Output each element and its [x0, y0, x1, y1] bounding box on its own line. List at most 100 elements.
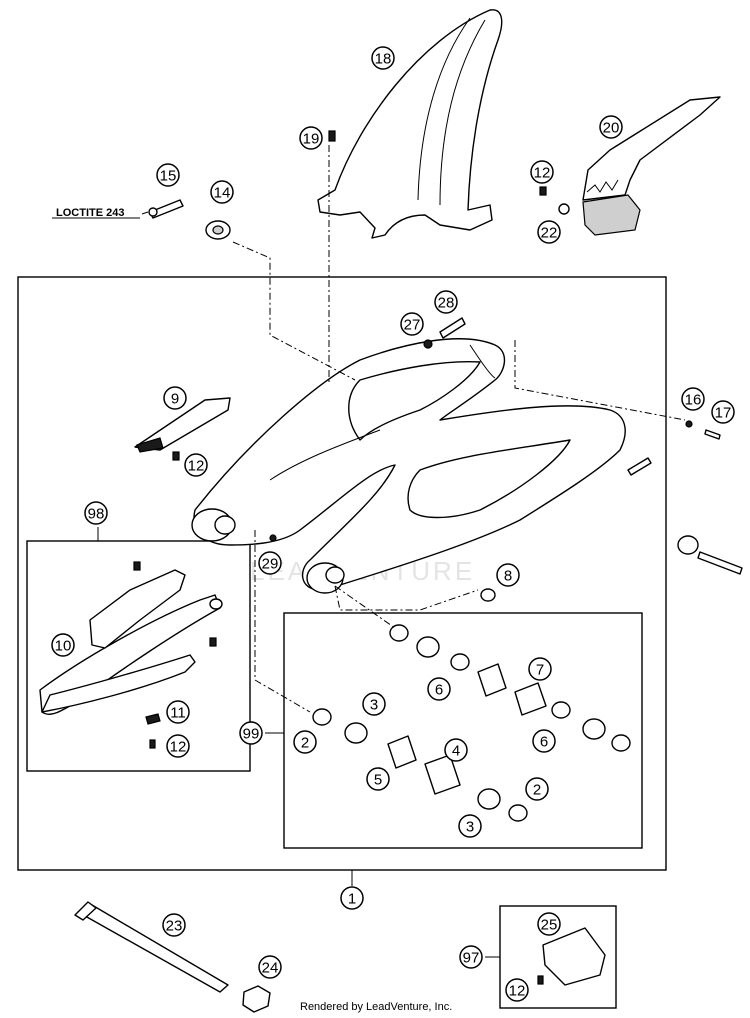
svg-text:10: 10	[55, 638, 72, 655]
chain-guide-kit-frame	[26, 540, 251, 772]
chain-guard-part	[582, 96, 721, 236]
callout-9: 9	[163, 386, 187, 410]
svg-text:99: 99	[243, 726, 260, 743]
svg-text:2: 2	[533, 782, 541, 799]
svg-text:14: 14	[214, 185, 231, 202]
callout-2-b: 2	[525, 777, 549, 801]
callout-22: 22	[537, 220, 561, 244]
bolt-19-part	[328, 130, 336, 142]
washer-22-part	[558, 203, 570, 215]
swingarm-axle-23-part	[74, 901, 229, 993]
svg-text:19: 19	[303, 131, 320, 148]
svg-text:98: 98	[88, 506, 105, 523]
callout-28: 28	[434, 290, 458, 314]
spring-28-part	[439, 317, 466, 339]
svg-text:12: 12	[170, 739, 187, 756]
bolt-chain-guide-mid-part	[209, 637, 217, 647]
svg-text:29: 29	[262, 556, 279, 573]
swingarm-body-part	[191, 338, 626, 594]
bearing-kit-parts	[312, 624, 631, 822]
bearing-kit-frame	[283, 612, 643, 849]
callout-17: 17	[711, 400, 735, 424]
svg-text:6: 6	[435, 682, 443, 699]
bolt-12-slider-part	[172, 451, 180, 461]
callout-12-b: 12	[166, 734, 190, 758]
callout-19: 19	[299, 126, 323, 150]
callout-23: 23	[162, 913, 186, 937]
svg-text:97: 97	[463, 950, 480, 967]
svg-text:23: 23	[166, 918, 183, 935]
svg-text:8: 8	[504, 568, 512, 585]
svg-text:25: 25	[541, 917, 558, 934]
reference-lines	[232, 145, 686, 713]
callout-5: 5	[366, 767, 390, 791]
callout-98: 98	[84, 501, 108, 525]
guard-25-part	[542, 927, 606, 986]
svg-text:17: 17	[715, 405, 732, 422]
svg-text:7: 7	[536, 662, 544, 679]
part-29	[269, 534, 277, 542]
sleeve-14-part	[205, 220, 231, 240]
callout-7: 7	[528, 657, 552, 681]
callout-8: 8	[496, 563, 520, 587]
callout-3-b: 3	[458, 814, 482, 838]
bolt-17-part	[704, 429, 721, 440]
svg-text:15: 15	[160, 168, 177, 185]
sleeve-right-part	[677, 535, 699, 555]
svg-text:27: 27	[404, 317, 421, 334]
svg-text:9: 9	[171, 391, 179, 408]
chain-guide-10-part	[39, 569, 223, 716]
rear-fender-part	[317, 9, 503, 239]
callout-16: 16	[681, 387, 705, 411]
callout-14: 14	[210, 180, 234, 204]
callout-24: 24	[258, 955, 282, 979]
callout-25: 25	[537, 912, 561, 936]
callout-12-a: 12	[184, 453, 208, 477]
nut-27-part	[423, 339, 433, 349]
svg-text:12: 12	[188, 458, 205, 475]
callout-29: 29	[258, 551, 282, 575]
svg-text:6: 6	[540, 734, 548, 751]
svg-text:5: 5	[374, 772, 382, 789]
svg-text:22: 22	[541, 225, 558, 242]
callout-15: 15	[156, 163, 180, 187]
svg-text:16: 16	[685, 392, 702, 409]
svg-text:11: 11	[170, 705, 186, 722]
callout-3-a: 3	[362, 692, 386, 716]
svg-text:24: 24	[262, 960, 279, 977]
callout-6-b: 6	[532, 729, 556, 753]
footer-credit: Rendered by LeadVenture, Inc.	[300, 1001, 452, 1013]
callout-18: 18	[371, 46, 395, 70]
svg-text:2: 2	[301, 735, 309, 752]
svg-text:20: 20	[603, 120, 620, 137]
callout-2-a: 2	[293, 730, 317, 754]
callout-10: 10	[51, 633, 75, 657]
bolt-chain-guide-top-part	[133, 561, 141, 571]
callout-11: 11	[166, 700, 190, 724]
callout-12-d: 12	[505, 978, 529, 1002]
leader-lines	[52, 211, 500, 958]
main-assembly-frame	[17, 276, 667, 871]
callout-1: 1	[340, 886, 364, 910]
callout-12-c: 12	[530, 160, 554, 184]
callout-6-a: 6	[427, 677, 451, 701]
svg-text:12: 12	[534, 165, 551, 182]
svg-text:3: 3	[370, 697, 378, 714]
callout-97: 97	[459, 945, 483, 969]
bolt-12-part	[539, 186, 547, 196]
svg-text:3: 3	[466, 819, 474, 836]
callout-27: 27	[400, 312, 424, 336]
callout-20: 20	[599, 115, 623, 139]
bolt-12-guard-part	[537, 975, 544, 985]
svg-text:18: 18	[375, 51, 392, 68]
loctite-note: LOCTITE 243	[56, 207, 124, 219]
svg-text:1: 1	[348, 891, 356, 908]
nut-16-part	[685, 420, 693, 428]
svg-text:4: 4	[452, 743, 460, 760]
callout-99: 99	[239, 721, 263, 745]
svg-text:12: 12	[509, 983, 526, 1000]
bolt-12-lower-part	[149, 739, 156, 749]
washer-11-part	[145, 713, 161, 725]
spring-right-part	[627, 457, 652, 476]
